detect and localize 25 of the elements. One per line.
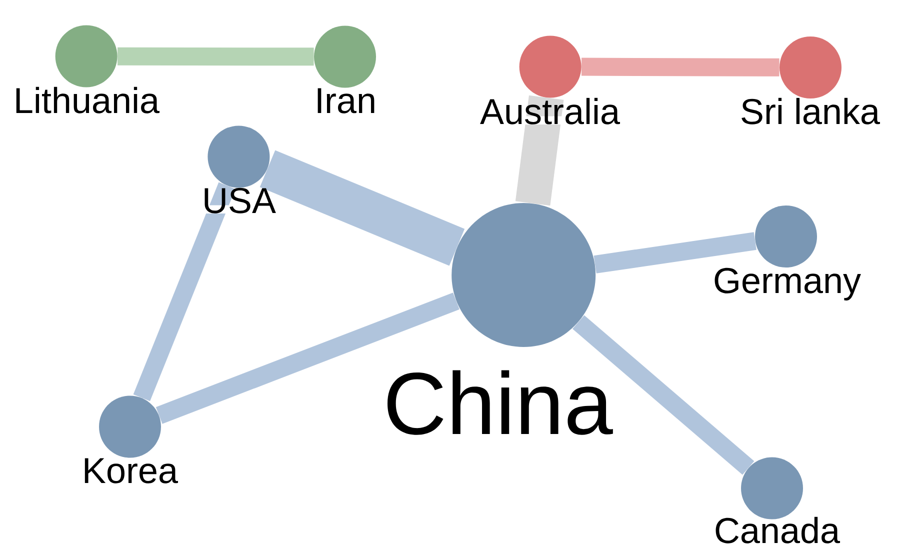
node-circle xyxy=(55,25,118,88)
node-label: Lithuania xyxy=(16,86,160,114)
node-label: Sri lanka xyxy=(742,98,880,124)
node-circle xyxy=(519,36,582,98)
node-label: Korea xyxy=(84,458,178,484)
connector xyxy=(260,150,465,266)
connector xyxy=(572,315,754,475)
connector xyxy=(117,47,314,66)
node-label: Germany xyxy=(714,268,861,300)
node-label: China xyxy=(388,370,613,435)
node-label: Iran xyxy=(318,88,374,114)
node-circle xyxy=(99,396,161,458)
connector xyxy=(594,232,756,274)
connector xyxy=(515,95,564,206)
node-label: USA xyxy=(202,188,277,214)
node-circle xyxy=(755,206,817,268)
connector xyxy=(581,58,780,76)
node-circle xyxy=(208,126,270,188)
node-circle xyxy=(314,26,376,88)
node-label: Australia xyxy=(479,98,621,124)
connector xyxy=(133,182,236,402)
node-circle xyxy=(452,203,596,347)
node-label: Canada xyxy=(716,516,840,544)
connector xyxy=(156,292,460,424)
node-circle xyxy=(780,36,842,98)
